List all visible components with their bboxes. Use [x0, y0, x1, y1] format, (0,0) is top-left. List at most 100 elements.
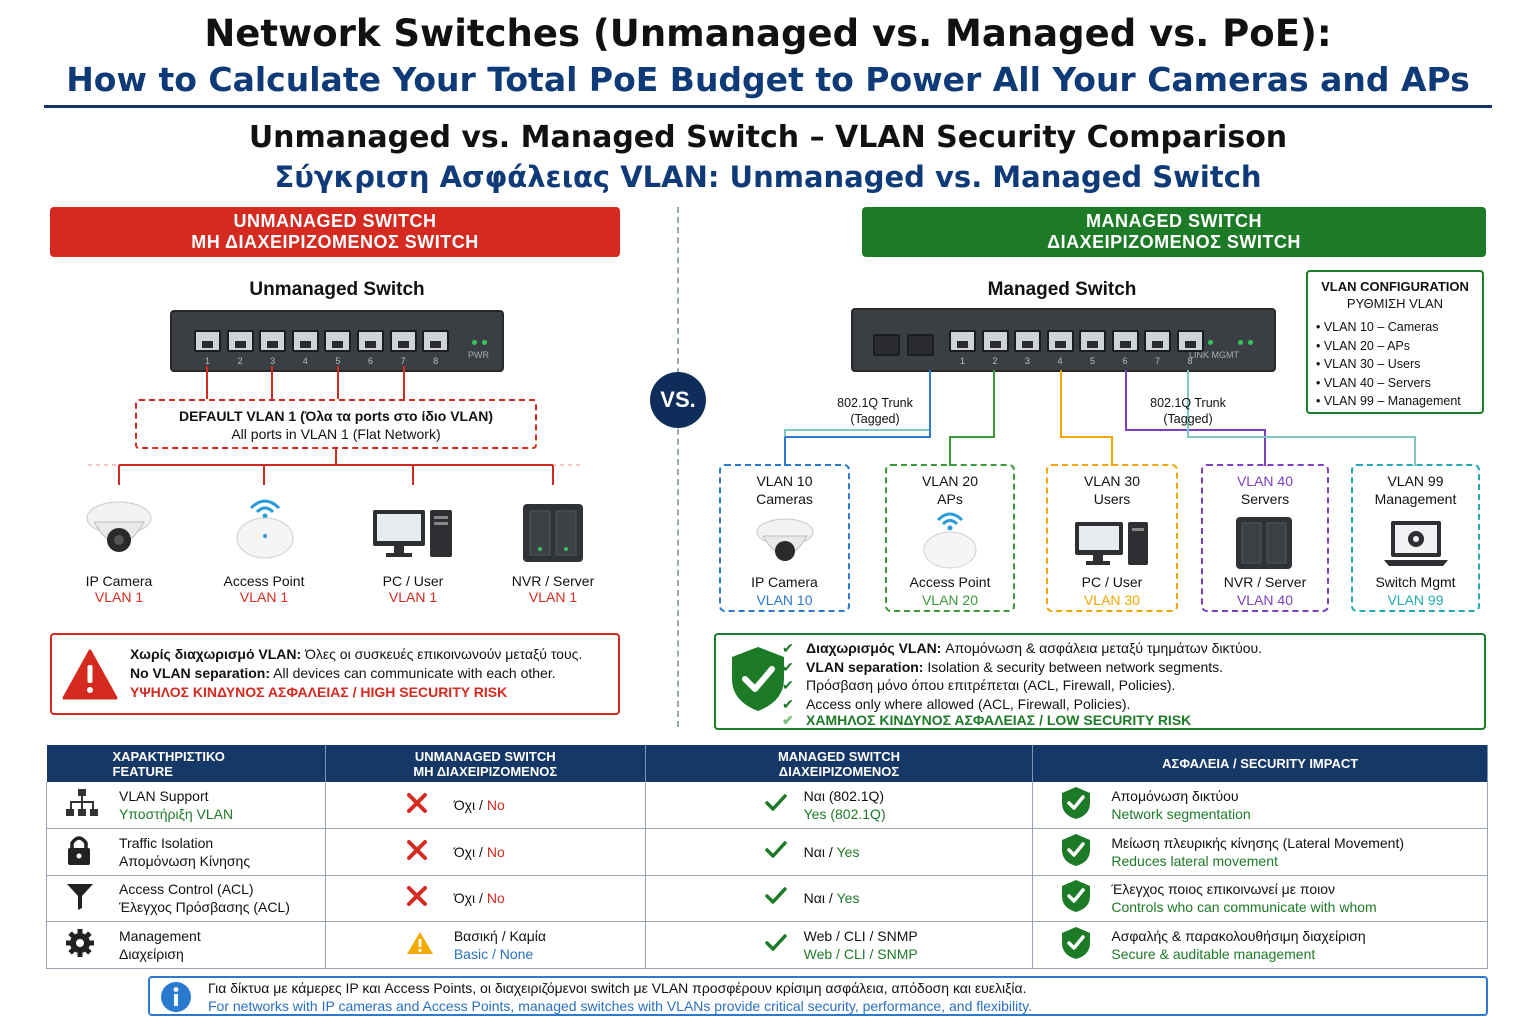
value-en: No	[486, 890, 505, 907]
check-icon: ✔	[782, 640, 794, 656]
managed-wires	[784, 370, 1416, 466]
switch-mgmt-laptop-icon	[1384, 521, 1448, 566]
ip-camera-icon	[86, 501, 152, 552]
feature-name: Management	[119, 927, 201, 944]
value-en: No	[486, 843, 505, 860]
security-value: Μείωση πλευρικής κίνησης (Lateral Moveme…	[1033, 834, 1487, 870]
vlan-box-title: VLAN 99	[1387, 473, 1444, 489]
info-box: Για δίκτυα με κάμερες IP και Access Poin…	[148, 976, 1488, 1016]
check-icon	[764, 933, 788, 957]
value-el: Όχι /	[453, 797, 487, 813]
nvr-server-icon	[1236, 517, 1292, 569]
security-en: Controls who can communicate with whom	[1111, 899, 1377, 916]
check-icon: ✔	[782, 712, 794, 728]
warning-icon	[62, 649, 118, 700]
managed-value: Ναι / Yes	[646, 843, 1033, 861]
check-icon: ✔	[782, 677, 794, 693]
security-en: Secure & auditable management	[1111, 945, 1316, 962]
nvr-server-icon	[523, 504, 583, 562]
switch-port	[259, 330, 287, 352]
x-icon	[406, 792, 428, 818]
vlan-config-list: • VLAN 10 – Cameras• VLAN 20 – APs• VLAN…	[1316, 318, 1474, 411]
center-divider	[677, 207, 679, 727]
value-line-en: Web / CLI / SNMP	[803, 945, 918, 962]
low-risk-row: ✔ ΧΑΜΗΛΟΣ ΚΙΝΔΥΝΟΣ ΑΣΦΑΛΕΙΑΣ / LOW SECUR…	[782, 711, 1191, 729]
device-name: PC / User	[382, 573, 444, 589]
feature-name: Traffic Isolation	[119, 834, 214, 851]
access-point-icon	[236, 499, 294, 559]
port-number: 5	[1089, 356, 1095, 366]
switch-port	[324, 330, 352, 352]
high-risk-text: ΥΨΗΛΟΣ ΚΙΝΔΥΝΟΣ ΑΣΦΑΛΕΙΑΣ / HIGH SECURIT…	[130, 684, 508, 700]
port-number: 7	[1154, 356, 1160, 366]
header-line: ΜΗ ΔΙΑΧΕΙΡΙΖΟΜΕΝΟΣ	[413, 763, 558, 779]
value-line: Ναι (802.1Q)	[804, 787, 1033, 805]
benefit-text: Isolation & security between network seg…	[923, 658, 1224, 675]
managed-value: Ναι (802.1Q)Yes (802.1Q)	[646, 787, 1033, 823]
section-subtitle: Σύγκριση Ασφάλειας VLAN: Unmanaged vs. M…	[274, 160, 1262, 194]
device-name: NVR / Server	[511, 573, 595, 589]
benefit-text: Απομόνωση & ασφάλεια μεταξύ τμημάτων δικ…	[941, 640, 1263, 656]
title-rule	[44, 105, 1492, 108]
vlan-config-item: • VLAN 99 – Management	[1316, 394, 1461, 408]
device-vlan: VLAN 20	[921, 592, 979, 608]
feature-cell: Access Control (ACL)Έλεγχος Πρόσβασης (A…	[46, 875, 326, 922]
value-line-en: Basic / None	[453, 945, 534, 962]
switch-port	[981, 330, 1009, 352]
device-vlan: VLAN 99	[1387, 592, 1444, 608]
feature-name-el: Διαχείριση	[119, 945, 184, 962]
security-en: Network segmentation	[1111, 806, 1251, 822]
device-name: PC / User	[1081, 574, 1143, 590]
port-number: 1	[204, 356, 210, 366]
vlan-config-item: • VLAN 30 – Users	[1316, 357, 1421, 371]
trunk-left-label: 802.1Q Trunk(Tagged)	[837, 396, 913, 426]
vlan-config-item: • VLAN 10 – Cameras	[1316, 320, 1439, 334]
port-number: 2	[992, 356, 998, 366]
port-number: 3	[270, 356, 276, 366]
unmanaged-cell: Όχι / No	[325, 782, 646, 829]
check-icon	[764, 840, 788, 864]
info-icon	[161, 982, 191, 1012]
warning-line1: Χωρίς διαχωρισμό VLAN: Όλες οι συσκευές …	[130, 646, 583, 662]
managed-cell: Ναι / Yes	[645, 828, 1034, 876]
header-line: UNMANAGED SWITCH	[414, 748, 556, 764]
header-line: ΑΣΦΑΛΕΙΑ / SECURITY IMPACT	[1162, 756, 1359, 771]
switch-port	[949, 330, 976, 352]
device-vlan: VLAN 1	[94, 589, 144, 605]
vlan-box-title: VLAN 30	[1083, 473, 1141, 489]
port-number: 5	[335, 356, 341, 366]
pc-icon	[1075, 522, 1148, 565]
default-vlan-box: DEFAULT VLAN 1 (Όλα τα ports στο ίδιο VL…	[135, 399, 537, 449]
value-line: Όχι / No	[454, 889, 645, 907]
uplink-port	[907, 334, 934, 356]
benefit-row: ✔VLAN separation: Isolation & security b…	[782, 658, 1224, 676]
port-number: 2	[237, 356, 243, 366]
uplink-port	[873, 334, 900, 356]
shield-check-icon	[1061, 786, 1091, 824]
switch-port	[389, 330, 417, 352]
device-vlan: VLAN 1	[528, 589, 578, 605]
status-led	[1238, 340, 1243, 345]
check-icon	[764, 886, 788, 910]
device-name: Access Point	[909, 574, 991, 590]
switch-port	[1144, 330, 1171, 352]
vlan-box-group: Cameras	[756, 491, 813, 507]
gear-icon	[65, 928, 95, 962]
managed-banner-en: MANAGED SWITCH	[1086, 211, 1262, 231]
page-subtitle: How to Calculate Your Total PoE Budget t…	[66, 60, 1470, 99]
unmanaged-banner: UNMANAGED SWITCH ΜΗ ΔΙΑΧΕΙΡΙΖΟΜΕΝΟΣ SWIT…	[50, 207, 620, 257]
benefit-row: ✔Πρόσβαση μόνο όπου επιτρέπεται (ACL, Fi…	[782, 676, 1175, 694]
